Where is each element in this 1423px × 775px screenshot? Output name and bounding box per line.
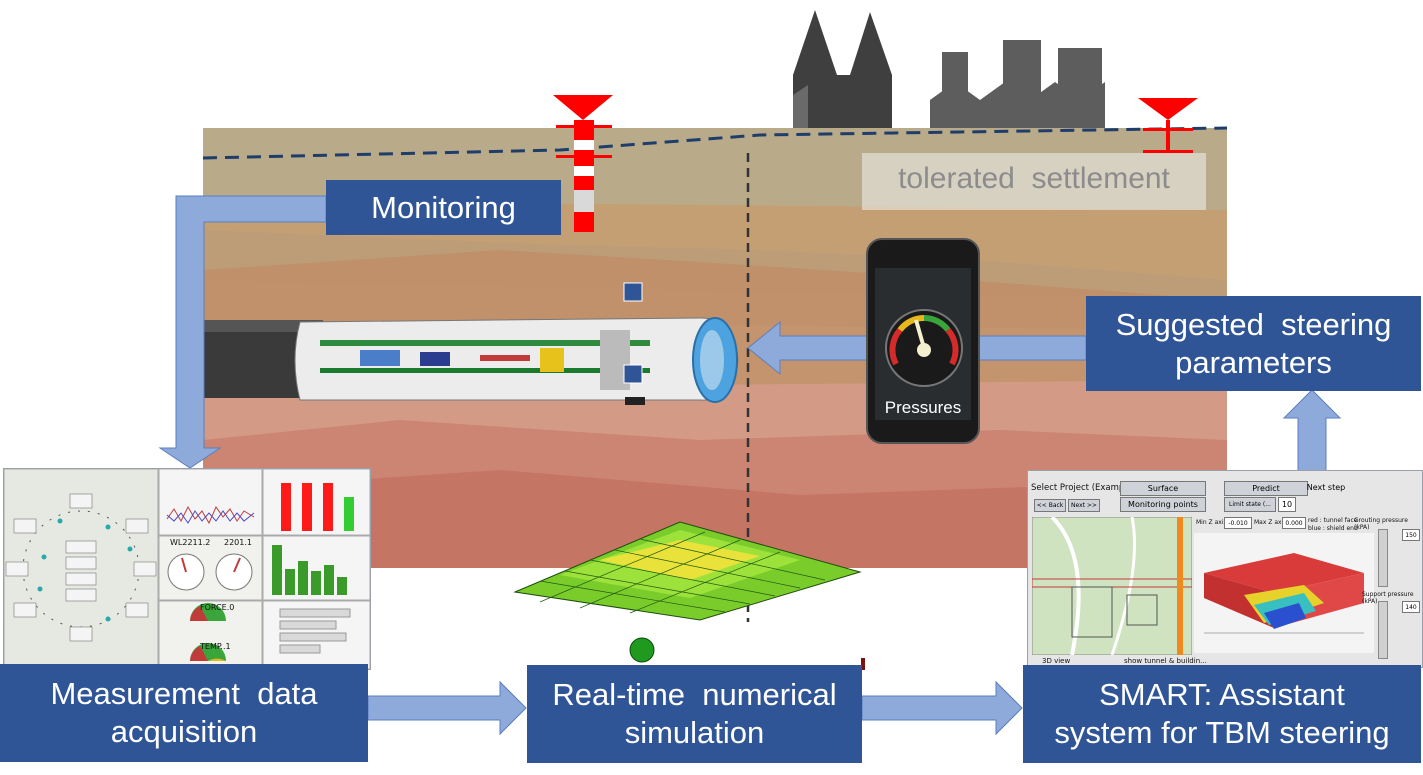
simulation-mesh — [513, 521, 862, 621]
factory-silhouette — [930, 40, 1105, 135]
smart-legend-red: red : tunnel face — [1308, 517, 1358, 524]
monitoring-marker — [553, 95, 613, 232]
smart-next-button[interactable]: Next >> — [1068, 499, 1100, 512]
pressure-gauge-icon — [885, 309, 963, 387]
measurement-acquisition-line1: Measurement data — [50, 676, 318, 712]
smart-max-z-input[interactable]: 0.000 — [1282, 517, 1306, 529]
smart-limit-value[interactable]: 10 — [1278, 497, 1296, 512]
smartphone: Pressures — [866, 238, 980, 444]
suggested-steering-line1: Suggested steering — [1115, 306, 1392, 342]
smart-show-tunnel-toggle[interactable]: show tunnel & buildin... — [1124, 657, 1207, 665]
smart-assistant-line2: system for TBM steering — [1054, 715, 1390, 750]
monitoring-label: Monitoring — [371, 189, 516, 225]
smart-predict-button[interactable]: Predict — [1224, 481, 1308, 496]
smart-map-view[interactable] — [1032, 517, 1192, 655]
monitoring-box: Monitoring — [326, 180, 561, 235]
smart-min-z-input[interactable]: -0.010 — [1224, 517, 1252, 529]
gauge-label-4: TEMP..1 — [200, 642, 231, 651]
cathedral-silhouette — [793, 10, 892, 130]
smart-support-label: Support pressure (kPA) — [1362, 591, 1414, 605]
measurement-acquisition-line2: acquisition — [110, 714, 258, 749]
dashboard-graphics — [4, 469, 370, 669]
suggested-steering-box: Suggested steering parameters — [1086, 296, 1421, 391]
smart-min-z-label: Min Z axis — [1196, 519, 1227, 526]
smart-max-z-label: Max Z axis — [1254, 519, 1287, 526]
smart-support-input[interactable]: 140 — [1402, 601, 1420, 613]
tolerated-settlement-text: tolerated settlement — [898, 162, 1170, 195]
gauge-label-1: WL2211.2 — [170, 538, 211, 547]
smart-3d-surface-plot — [1194, 533, 1374, 653]
suggested-steering-line2: parameters — [1175, 344, 1332, 380]
measurement-acquisition-box: Measurement data acquisition — [0, 664, 368, 762]
smart-grouting-label: Grouting pressure (kPA) — [1354, 517, 1408, 531]
node-marker-lower — [623, 364, 643, 384]
smart-next-step-button[interactable]: Next step — [1306, 483, 1346, 492]
smart-legend-blue: blue : shield end — [1308, 525, 1358, 532]
smart-select-project[interactable]: Select Project (Example) — [1031, 483, 1136, 493]
flow-arrows — [158, 195, 1342, 736]
smart-assistant-box: SMART: Assistant system for TBM steering — [1023, 665, 1421, 763]
tolerated-settlement-label — [862, 153, 1206, 210]
settlement-marker — [1138, 98, 1198, 153]
smart-grouting-input[interactable]: 150 — [1402, 529, 1420, 541]
realtime-simulation-box: Real-time numerical simulation — [527, 665, 862, 763]
smart-surface-button[interactable]: Surface — [1120, 481, 1206, 496]
realtime-simulation-line2: simulation — [624, 715, 765, 750]
smart-3d-view-toggle[interactable]: 3D view — [1042, 657, 1071, 665]
pressures-label: Pressures — [884, 398, 962, 417]
node-marker-upper — [623, 282, 643, 302]
smart-grouting-slider[interactable] — [1378, 529, 1388, 587]
gauge-label-3: FORCE.0 — [200, 603, 235, 612]
smart-assistant-line1: SMART: Assistant — [1099, 677, 1345, 713]
smart-limit-state-select[interactable]: Limit state (... — [1224, 497, 1276, 512]
simulation-node-sphere — [629, 637, 655, 663]
smart-monitoring-points-button[interactable]: Monitoring points — [1120, 497, 1206, 512]
gauge-label-2: 2201.1 — [224, 538, 252, 547]
groundwater-line — [202, 126, 1228, 160]
smart-support-slider[interactable] — [1378, 601, 1388, 659]
smart-back-button[interactable]: << Back — [1034, 499, 1066, 512]
measurement-dashboard: WL2211.2 2201.1 FORCE.0 TEMP..1 — [3, 468, 371, 670]
smart-ui-panel: Select Project (Example) Surface Monitor… — [1027, 470, 1423, 668]
realtime-simulation-line1: Real-time numerical — [552, 677, 837, 713]
tbm-machine — [203, 317, 739, 405]
